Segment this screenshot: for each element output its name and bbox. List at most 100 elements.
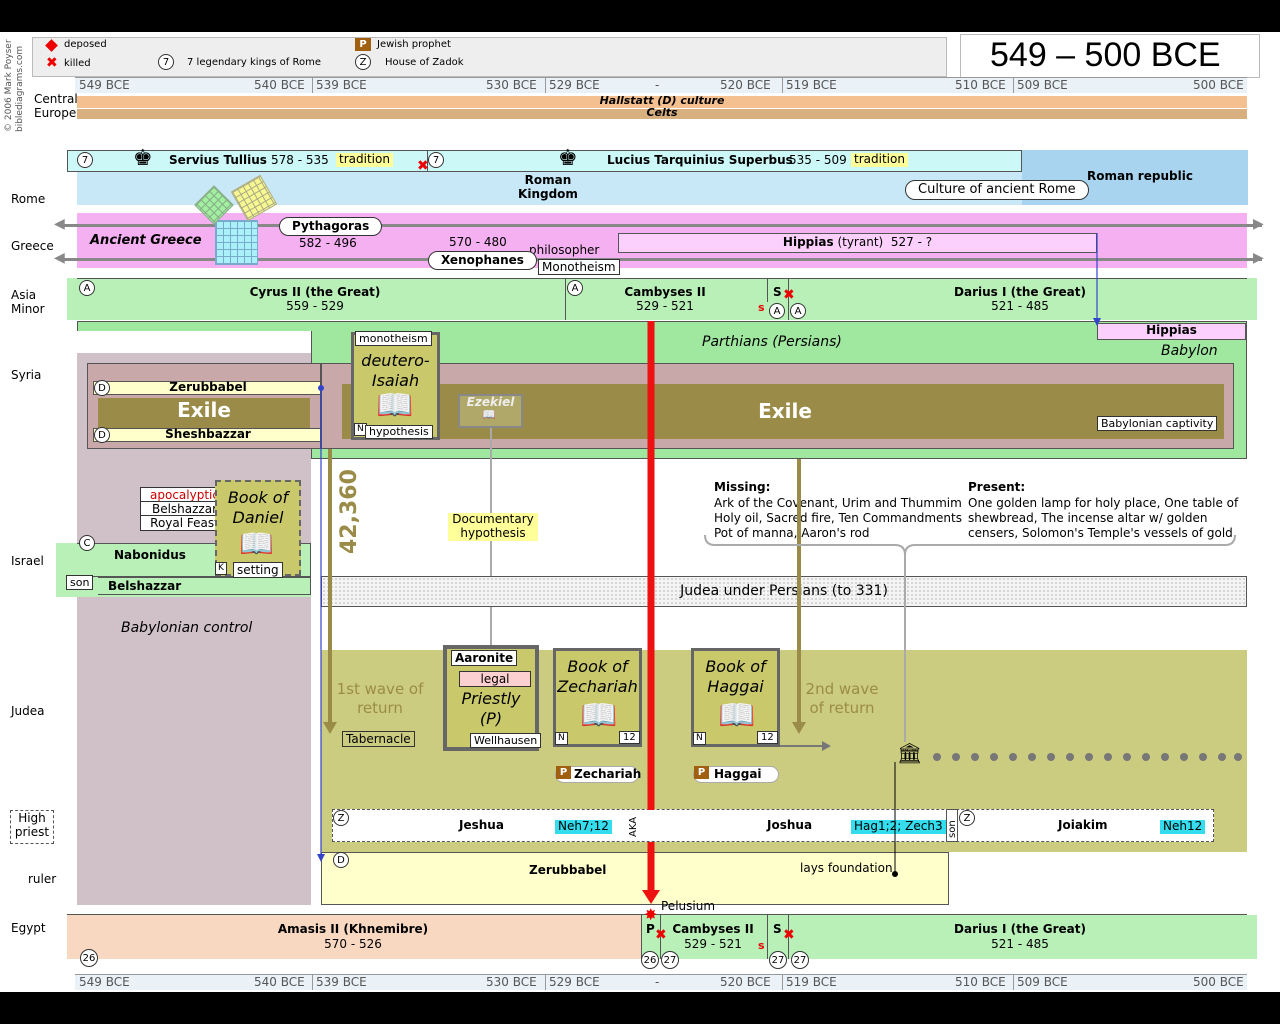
book-icon: 📖 <box>580 698 618 733</box>
prophet-icon: P <box>694 766 709 779</box>
king-circle-lucius: 7 <box>428 152 444 168</box>
scale-separator <box>312 77 313 93</box>
nevi-im-marker: N <box>555 732 568 745</box>
arrow-left-icon: ◀ <box>54 216 65 232</box>
belshazzar-label: Belshazzar <box>108 579 182 593</box>
book-ezekiel[interactable] <box>458 394 523 428</box>
haggai-prophet: Haggai <box>714 767 762 781</box>
culture-of-rome-link[interactable]: Culture of ancient Rome <box>905 180 1089 200</box>
wellhausen-tag: Wellhausen <box>470 733 542 748</box>
scale-separator <box>782 974 783 990</box>
hippias-persia-box <box>1097 323 1246 340</box>
missing-title: Missing: <box>714 480 771 494</box>
davidic-circle-icon: D <box>333 852 349 868</box>
monotheism-tag-isaiah: monotheism <box>355 331 432 346</box>
scale-separator <box>545 974 546 990</box>
haggai-title: Book of Haggai <box>705 657 766 696</box>
psamtik-label: P <box>646 922 655 936</box>
title-box <box>960 34 1260 78</box>
babylonian-captivity-tag: Babylonian captivity <box>1097 416 1218 431</box>
hippias-label: Hippias (tyrant) 527 - ? <box>782 235 933 249</box>
asia-divider <box>767 278 768 302</box>
pythagoras-diagram-icon <box>190 174 290 270</box>
exile-label-left: Exile <box>177 398 231 422</box>
zerubbabel-syria-label: Zerubbabel <box>169 380 247 394</box>
scale-tick: 529 BCE <box>549 975 600 989</box>
book-icon: 📖 <box>482 408 496 421</box>
sheshbazzar-label: Sheshbazzar <box>165 427 251 441</box>
lucius-dates: 535 - 509 <box>789 153 847 167</box>
scale-separator <box>1013 974 1014 990</box>
asia-minor-band <box>67 278 1257 320</box>
egypt-divider <box>641 915 642 959</box>
prophet-icon: P <box>355 38 371 51</box>
scale-tick: 510 BCE <box>955 78 1006 92</box>
dynasty-circle-icon: 26 <box>641 951 659 969</box>
pythagoras-link[interactable]: Pythagoras <box>279 217 383 236</box>
ancient-greece-label: Ancient Greece <box>90 233 202 248</box>
tabernacle-tag: Tabernacle <box>342 731 415 747</box>
cambyses-dates: 529 - 521 <box>636 299 694 313</box>
row-label-egypt: Egypt <box>11 921 46 935</box>
joiakim-label: Joiakim <box>1058 818 1108 832</box>
battle-star-icon: ✸ <box>644 905 658 924</box>
first-wave-label: 1st wave of return <box>336 680 424 717</box>
neh12-tag: Neh12 <box>1160 819 1206 834</box>
asia-top-line <box>77 278 1247 279</box>
zechariah-title: Book of Zechariah <box>557 657 638 696</box>
babylon-label: Babylon <box>1161 343 1218 359</box>
babylonian-control-label: Babylonian control <box>121 620 253 636</box>
scale-tick: 519 BCE <box>786 78 837 92</box>
achaemenid-circle-icon: A <box>790 303 806 319</box>
servius-tradition: tradition <box>336 152 393 167</box>
missing-items: Ark of the Covenant, Urim and Thummim Ho… <box>714 496 962 540</box>
row-label-ruler: ruler <box>28 872 57 886</box>
connector-lines <box>317 233 1242 904</box>
legend-kings: 7 legendary kings of Rome <box>187 57 321 68</box>
chaldean-circle-icon: C <box>79 535 95 551</box>
killed-icon: ✖ <box>46 55 58 71</box>
page-title: 549 – 500 BCE <box>990 36 1221 74</box>
documentary-hypothesis-tag: Documentary hypothesis <box>448 512 538 541</box>
crown-icon-lucius: ♚ <box>558 146 578 171</box>
setting-tag: setting <box>233 562 283 578</box>
present-title: Present: <box>968 480 1026 494</box>
priest-divider <box>946 809 958 842</box>
kings-bar <box>67 150 1022 172</box>
scale-bar-bottom <box>75 974 1247 990</box>
cambyses-egypt-name: Cambyses II <box>672 922 754 936</box>
pythagoras-lifeline <box>62 224 1262 227</box>
legend-killed: killed <box>64 58 91 69</box>
roman-republic-label: Roman republic <box>1087 169 1193 183</box>
arrow-right-icon: ▶ <box>1253 216 1264 232</box>
ruler-bar <box>321 852 949 905</box>
amasis-name: Amasis II (Khnemibre) <box>277 922 429 936</box>
book-of-zechariah[interactable]: Book of Zechariah 📖 <box>553 648 642 747</box>
nabonidus-label: Nabonidus <box>114 548 186 562</box>
scale-tick: - <box>655 78 660 92</box>
dynasty-circle-icon: 27 <box>791 951 809 969</box>
row-label-central-europe: Central Europe <box>34 92 78 120</box>
king-circle-servius: 7 <box>77 152 93 168</box>
darius-egypt-dates: 521 - 485 <box>991 937 1049 951</box>
son-tag: son <box>66 575 94 590</box>
book-of-haggai[interactable]: Book of Haggai 📖 <box>691 648 780 747</box>
temple-icon: 🏛 <box>897 741 923 765</box>
scale-tick: 519 BCE <box>786 975 837 989</box>
scale-tick: 530 BCE <box>486 975 537 989</box>
achaemenid-circle-icon: A <box>567 280 583 296</box>
exile-bar-left <box>98 398 310 428</box>
hypothesis-tag: hypothesis <box>365 425 433 439</box>
xenophanes-lifeline <box>62 258 1262 261</box>
prophet-pill-haggai[interactable] <box>693 766 779 783</box>
exile-label-right: Exile <box>758 399 812 423</box>
davidic-circle-icon: D <box>94 427 110 443</box>
xenophanes-link[interactable]: Xenophanes <box>428 251 537 270</box>
scale-tick: 520 BCE <box>720 78 771 92</box>
monotheism-tag: Monotheism <box>538 259 620 275</box>
prophet-pill-zechariah[interactable] <box>555 766 639 783</box>
legend-prophet: Jewish prophet <box>377 39 451 50</box>
egypt-divider <box>767 915 768 959</box>
asia-divider <box>788 278 789 320</box>
egypt-divider <box>660 915 661 959</box>
